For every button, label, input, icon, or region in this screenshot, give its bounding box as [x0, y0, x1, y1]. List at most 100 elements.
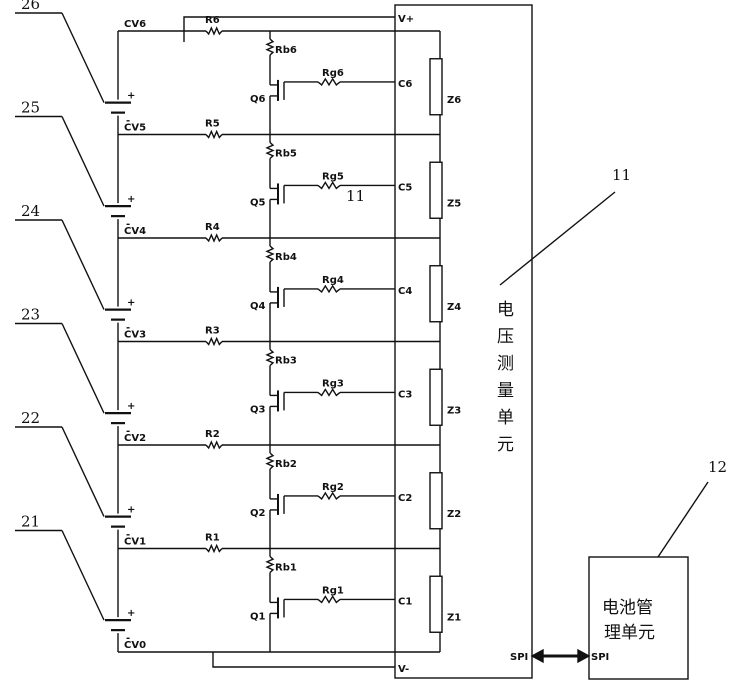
- cell-ref: 24: [21, 202, 40, 220]
- resistor-r-label: R4: [205, 222, 220, 233]
- impedance-z-label: Z1: [447, 612, 461, 623]
- vmu-label-char: 电: [497, 300, 514, 320]
- resistor-rg-label: Rg1: [322, 585, 344, 596]
- leader-12: [657, 481, 709, 558]
- ref-leader: [61, 530, 105, 621]
- resistor-rg: [317, 284, 341, 294]
- c-terminal-label: C4: [398, 286, 412, 297]
- vmu-label-char: 测: [497, 354, 514, 374]
- cv-label: CV6: [124, 19, 146, 30]
- resistor-rb-label: Rb4: [275, 252, 297, 263]
- battery-minus-label: -: [126, 530, 130, 541]
- q-label: Q5: [250, 197, 266, 208]
- spi-label-left: SPI: [510, 652, 528, 663]
- bmu-label-line2: 理单元: [604, 623, 655, 643]
- resistor-rg: [317, 595, 341, 604]
- spi-label-right: SPI: [591, 652, 609, 663]
- battery-plus-label: +: [127, 401, 135, 412]
- c-terminal-label: C6: [398, 79, 412, 90]
- impedance-z: [429, 161, 443, 219]
- q-label: Q1: [250, 611, 266, 622]
- impedance-z-label: Z4: [447, 302, 461, 313]
- battery-management-unit-box: [588, 556, 689, 680]
- battery-minus-label: -: [126, 633, 130, 644]
- impedance-z-label: Z5: [447, 198, 461, 209]
- static-frame: [183, 4, 709, 680]
- cv-label: CV1: [124, 537, 146, 548]
- ref-leader: [61, 323, 105, 414]
- resistor-r: [205, 233, 223, 243]
- impedance-z: [429, 368, 443, 426]
- resistor-rg-label: Rg6: [322, 68, 344, 79]
- resistor-r-label: R5: [205, 119, 220, 130]
- vminus-label: V-: [398, 664, 409, 675]
- cv-label: CV0: [124, 640, 146, 651]
- q-label: Q6: [250, 94, 266, 105]
- c-terminal-label: C1: [398, 596, 412, 607]
- resistor-r: [205, 26, 223, 36]
- q-label: Q4: [250, 301, 266, 312]
- resistor-r-label: R3: [205, 326, 220, 337]
- cell-ref: 23: [21, 306, 40, 324]
- vplus-label: V+: [398, 14, 414, 25]
- battery-plus-label: +: [127, 194, 135, 205]
- ref-leader: [61, 116, 105, 207]
- resistor-rg-label: Rg5: [322, 171, 344, 182]
- impedance-z-label: Z2: [447, 509, 461, 520]
- cell-ref: 25: [21, 99, 40, 117]
- static-labels: V+ V- SPI SPI 11 11 12 电池管 理单元: [346, 14, 727, 675]
- resistor-rg-label: Rg3: [322, 378, 344, 389]
- q-label: Q2: [250, 508, 266, 519]
- cv-label: CV4: [124, 226, 146, 237]
- ref-12: 12: [708, 458, 727, 476]
- cv-label: CV2: [124, 433, 146, 444]
- leader-11: [499, 191, 616, 286]
- q-label: Q3: [250, 404, 266, 415]
- resistor-r: [205, 336, 223, 347]
- resistor-rb: [265, 555, 275, 574]
- battery-plus-label: +: [127, 91, 135, 102]
- battery-plus-label: +: [127, 608, 135, 619]
- c-terminal-label: C2: [398, 493, 412, 504]
- resistor-rb-label: Rb3: [275, 356, 297, 367]
- impedance-z-label: Z6: [447, 95, 461, 106]
- vmu-label-char: 压: [497, 327, 514, 347]
- cell-ref: 26: [21, 0, 40, 13]
- battery-minus-label: -: [126, 219, 130, 230]
- cv-label: CV3: [124, 330, 146, 341]
- vmu-label-char: 元: [497, 435, 514, 455]
- vminus-rail: [212, 652, 395, 668]
- cell-ref: 21: [21, 513, 40, 531]
- resistor-rb-label: Rb6: [275, 45, 297, 56]
- impedance-z-label: Z3: [447, 405, 461, 416]
- bmu-label-line1: 电池管: [602, 598, 653, 618]
- ref-leader: [61, 426, 105, 517]
- vplus-rail: [183, 16, 395, 42]
- battery-plus-label: +: [127, 298, 135, 309]
- vmu-label-char: 单: [497, 408, 514, 428]
- impedance-z: [429, 472, 443, 530]
- resistor-rb: [265, 245, 275, 263]
- vmu-label-char: 量: [497, 381, 514, 401]
- spi-arrow-left: [530, 648, 544, 664]
- resistor-rg: [317, 491, 341, 501]
- resistor-rb-label: Rb5: [275, 149, 297, 160]
- resistor-rg-label: Rg2: [322, 482, 344, 493]
- battery-plus-label: +: [127, 505, 135, 516]
- cell-ref: 22: [21, 409, 40, 427]
- resistor-r-label: R6: [205, 15, 220, 26]
- ref-leader: [61, 219, 105, 310]
- impedance-z: [429, 575, 443, 633]
- resistor-rg: [317, 388, 341, 397]
- resistor-rb: [265, 141, 275, 160]
- resistor-r: [205, 129, 223, 140]
- resistor-rb-label: Rb1: [275, 563, 297, 574]
